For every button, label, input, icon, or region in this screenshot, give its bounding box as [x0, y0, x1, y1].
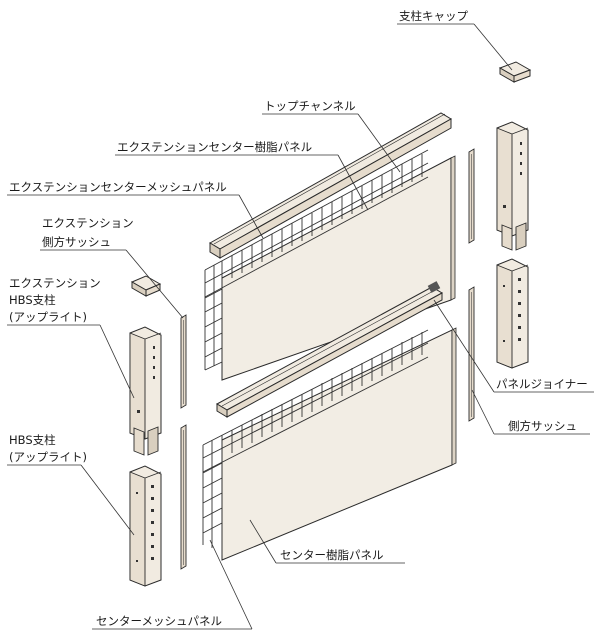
- panel-joiner: [215, 281, 444, 418]
- extension-side-sash: [180, 314, 187, 409]
- side-sash-right-lower: [468, 286, 475, 422]
- label-side-sash: 側方サッシュ: [508, 419, 577, 433]
- extension-hbs-post-left: [129, 326, 162, 456]
- top-channel: [209, 112, 452, 259]
- side-sash-right-upper: [468, 148, 475, 244]
- leader-lines: [7, 23, 594, 630]
- label-extension-side-sash-line2: 側方サッシュ: [42, 235, 111, 249]
- label-extension-hbs-post-line2: HBS支柱: [9, 293, 56, 307]
- label-top-channel: トップチャンネル: [264, 99, 356, 113]
- extension-center-mesh-panel: [204, 149, 429, 371]
- label-extension-hbs-post-line3: (アップライト): [9, 310, 87, 324]
- label-extension-side-sash-line1: エクステンション: [42, 216, 134, 230]
- hbs-post-right: [496, 258, 529, 369]
- hbs-post-left: [129, 465, 162, 587]
- center-mesh-panel: [202, 329, 429, 555]
- label-hbs-post-line2: (アップライト): [9, 450, 87, 464]
- label-center-resin-panel: センター樹脂パネル: [280, 548, 384, 562]
- post-cap-right: [498, 61, 532, 83]
- label-panel-joiner: パネルジョイナー: [496, 377, 588, 391]
- label-extension-center-mesh-panel: エクステンションセンターメッシュパネル: [9, 180, 227, 194]
- extension-hbs-post-right: [496, 121, 529, 251]
- part-labels: 支柱キャップ トップチャンネル エクステンションセンター樹脂パネル エクステンシ…: [9, 9, 588, 628]
- label-extension-center-resin-panel: エクステンションセンター樹脂パネル: [117, 140, 312, 154]
- label-hbs-post-line1: HBS支柱: [9, 433, 56, 447]
- label-post-cap: 支柱キャップ: [399, 9, 468, 23]
- side-sash-left: [180, 424, 187, 570]
- label-extension-hbs-post-line1: エクステンション: [9, 276, 101, 290]
- label-center-mesh-panel: センターメッシュパネル: [96, 614, 222, 628]
